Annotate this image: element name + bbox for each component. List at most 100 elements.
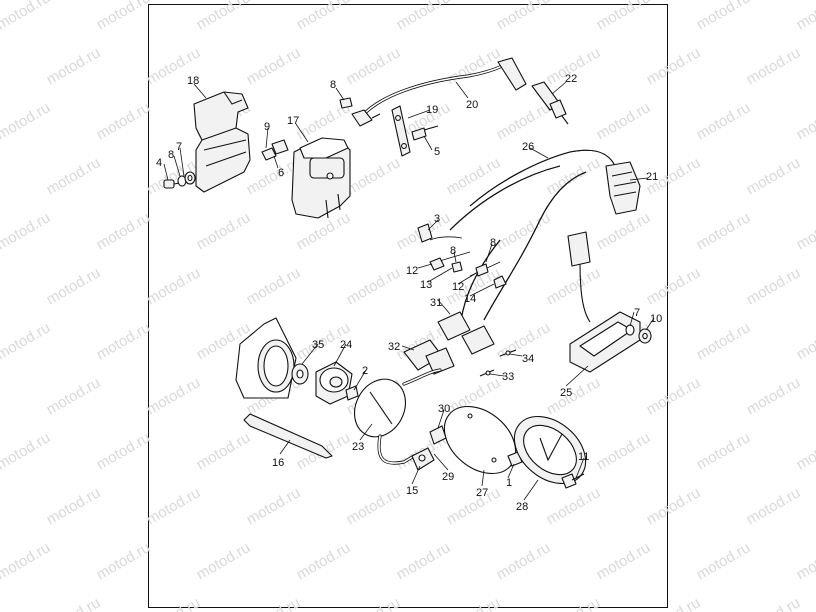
watermark-text: motod.ru (344, 594, 404, 612)
watermark-text: motod.ru (244, 264, 304, 308)
rotor-24 (315, 361, 353, 405)
gasket-27 (443, 405, 517, 475)
watermark-text: motod.ru (94, 99, 154, 143)
clip-15 (411, 447, 435, 471)
connector-32 (403, 339, 455, 375)
watermark-text: motod.ru (544, 594, 604, 612)
watermark-text: motod.ru (294, 209, 354, 253)
watermark-text: motod.ru (694, 539, 754, 583)
connector-31 (437, 311, 495, 355)
watermark-text: motod.ru (0, 374, 3, 418)
callout-31: 31 (430, 297, 442, 309)
watermark-text: motod.ru (794, 429, 816, 473)
watermark-text: motod.ru (544, 374, 604, 418)
callout-10: 10 (650, 313, 662, 325)
watermark-text: motod.ru (444, 154, 504, 198)
watermark-text: motod.ru (94, 319, 154, 363)
callout-16: 16 (272, 457, 284, 469)
watermark-text: motod.ru (444, 484, 504, 528)
nut-8-top (339, 97, 353, 109)
watermark-text: motod.ru (344, 154, 404, 198)
bracket-19 (391, 105, 411, 157)
connector-21 (605, 161, 641, 215)
watermark-text: motod.ru (294, 539, 354, 583)
watermark-text: motod.ru (0, 319, 53, 363)
washer-35 (291, 363, 309, 385)
watermark-text: motod.ru (0, 44, 3, 88)
watermark-text: motod.ru (344, 484, 404, 528)
callout-11: 11 (578, 451, 589, 463)
callout-8-left: 8 (168, 149, 174, 161)
callout-25: 25 (560, 387, 572, 399)
watermark-text: motod.ru (0, 429, 53, 473)
watermark-text: motod.ru (194, 0, 254, 33)
watermark-text: motod.ru (544, 484, 604, 528)
watermark-text: motod.ru (294, 0, 354, 33)
watermark-text: motod.ru (644, 594, 704, 612)
callout-32: 32 (388, 341, 400, 353)
watermark-text: motod.ru (0, 209, 53, 253)
callout-15: 15 (406, 485, 418, 497)
watermark-text: motod.ru (444, 594, 504, 612)
watermark-text: motod.ru (0, 539, 53, 583)
watermark-text: motod.ru (94, 209, 154, 253)
watermark-text: motod.ru (344, 44, 404, 88)
spark-plug-wire-20 (351, 57, 527, 127)
watermark-text: motod.ru (494, 539, 554, 583)
watermark-text: motod.ru (744, 484, 804, 528)
watermark-text: motod.ru (644, 264, 704, 308)
watermark-text: motod.ru (394, 539, 454, 583)
callout-9: 9 (264, 121, 270, 133)
watermark-text: motod.ru (44, 44, 104, 88)
watermark-text: motod.ru (694, 209, 754, 253)
spark-plug-22 (531, 81, 569, 125)
watermark-text: motod.ru (244, 484, 304, 528)
watermark-text: motod.ru (94, 539, 154, 583)
spacer-9 (261, 147, 277, 161)
watermark-text: motod.ru (0, 99, 53, 143)
callout-27: 27 (476, 487, 488, 499)
watermark-text: motod.ru (0, 154, 3, 198)
callout-20: 20 (466, 99, 478, 111)
watermark-text: motod.ru (94, 429, 154, 473)
watermark-text: motod.ru (394, 0, 454, 33)
watermark-text: motod.ru (594, 209, 654, 253)
watermark-text: motod.ru (594, 99, 654, 143)
watermark-text: motod.ru (0, 264, 3, 308)
callout-33: 33 (502, 371, 514, 383)
callout-22: 22 (565, 73, 577, 85)
nut-7-left (184, 171, 196, 185)
watermark-text: motod.ru (594, 539, 654, 583)
callout-8-mid-a: 8 (450, 245, 456, 257)
watermark-text: motod.ru (144, 484, 204, 528)
watermark-text: motod.ru (594, 429, 654, 473)
coil-cover-18 (193, 91, 251, 193)
leader-lines (163, 81, 655, 501)
watermark-text: motod.ru (794, 209, 816, 253)
callout-14: 14 (464, 293, 476, 305)
watermark-text: motod.ru (344, 264, 404, 308)
watermark-text: motod.ru (144, 594, 204, 612)
watermark-text: motod.ru (194, 209, 254, 253)
callout-26: 26 (522, 141, 534, 153)
screw-3 (417, 223, 433, 243)
callout-34: 34 (522, 353, 534, 365)
callout-24: 24 (340, 339, 352, 351)
module-25 (567, 231, 641, 373)
callout-labels: 18 8 9 17 19 20 22 5 6 7 8 4 26 21 3 8 8… (156, 73, 662, 513)
watermark-text: motod.ru (44, 154, 104, 198)
watermark-text: motod.ru (794, 0, 816, 33)
washer-7-right (625, 324, 635, 336)
watermark-text: motod.ru (544, 264, 604, 308)
watermark-text: motod.ru (244, 44, 304, 88)
callout-7-right: 7 (634, 307, 640, 319)
watermark-text: motod.ru (0, 594, 3, 612)
watermark-text: motod.ru (594, 0, 654, 33)
watermark-text: motod.ru (44, 594, 104, 612)
callout-2: 2 (362, 365, 368, 377)
callout-30: 30 (438, 403, 450, 415)
watermark-text: motod.ru (744, 154, 804, 198)
callout-1: 1 (506, 477, 512, 489)
